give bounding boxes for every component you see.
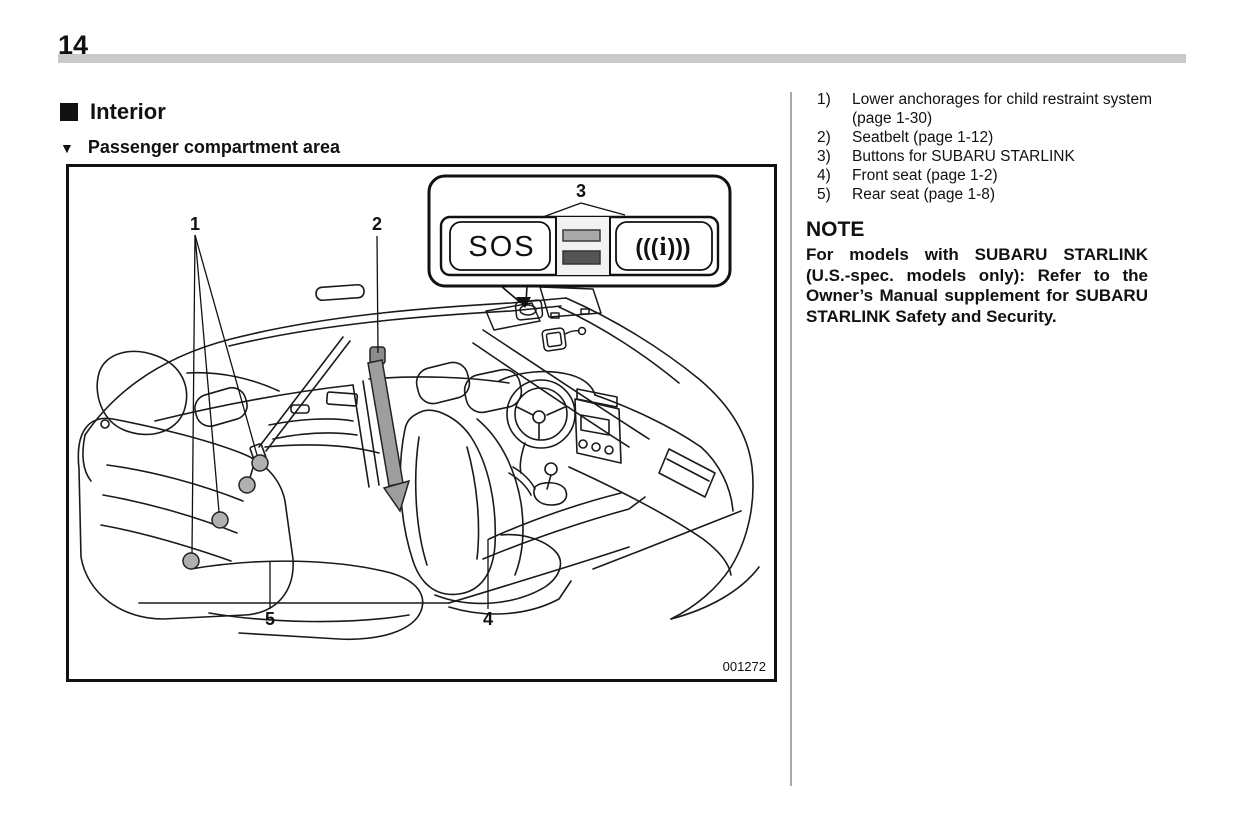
legend-item: 3) Buttons for SUBARU STARLINK [806, 147, 1152, 166]
info-button: (((i))) [615, 221, 713, 271]
subsection-heading: ▼ Passenger compartment area [60, 137, 340, 158]
info-call-icon: (((i))) [635, 232, 690, 261]
starlink-button-panel: SOS (((i))) [439, 215, 720, 277]
section-heading: Interior [60, 99, 166, 125]
rear-seat-lines [77, 336, 424, 641]
legend-item-number: 5) [817, 186, 831, 203]
callout-leader-lines [191, 234, 489, 609]
sos-button: SOS [449, 221, 551, 271]
callout-pointer-tip [516, 297, 531, 308]
legend-item-text: Rear seat (page 1-8) [852, 186, 996, 203]
section-title: Interior [90, 99, 166, 124]
status-bars [562, 229, 601, 265]
header-bar [58, 54, 1186, 63]
anchor-circles [182, 454, 269, 570]
note-heading: NOTE [806, 218, 865, 241]
dashboard-lines [138, 370, 742, 604]
sos-button-label: SOS [468, 231, 535, 263]
car-interior-illustration: 1 2 5 4 3 SOS [77, 174, 766, 674]
legend-item-number: 4) [817, 167, 831, 184]
front-seat-lines [399, 361, 572, 615]
starlink-callout: 3 SOS [427, 174, 732, 308]
status-bar-dark [562, 250, 601, 265]
legend-item: 1) Lower anchorages for child restraint … [806, 90, 1152, 128]
legend-item-text: Seatbelt (page 1-12) [852, 129, 994, 146]
callout-4: 4 [483, 609, 493, 629]
figure-frame: 1 2 5 4 3 SOS [66, 164, 777, 682]
headliner-mirror-lines [485, 286, 602, 352]
seatbelt-graphic [367, 346, 411, 513]
car-body-lines [82, 283, 760, 620]
legend-item: 2) Seatbelt (page 1-12) [806, 128, 1152, 147]
black-triangle-bullet-icon: ▼ [60, 139, 74, 156]
status-bar-light [562, 229, 601, 242]
black-square-bullet-icon [60, 103, 78, 121]
callout-5: 5 [265, 609, 275, 629]
callout-3: 3 [576, 181, 586, 201]
subsection-title: Passenger compartment area [87, 137, 340, 157]
callout-2: 2 [372, 214, 382, 234]
legend-item-number: 3) [817, 148, 831, 165]
column-divider [790, 92, 792, 786]
callout-1: 1 [190, 214, 200, 234]
legend-column: 1) Lower anchorages for child restraint … [806, 90, 1152, 327]
figure-id: 001272 [723, 659, 766, 674]
legend-item-text: Lower anchorages for child restraint sys… [852, 91, 1152, 127]
legend-item-number: 1) [817, 91, 831, 108]
legend-item-text: Front seat (page 1-2) [852, 167, 998, 184]
page-number: 14 [58, 30, 89, 60]
legend-item-number: 2) [817, 129, 831, 146]
callout-3-arrow [542, 202, 626, 218]
note-body: For models with SUBARU STARLINK (U.S.-sp… [806, 245, 1148, 326]
legend-item-text: Buttons for SUBARU STARLINK [852, 148, 1075, 165]
legend-list: 1) Lower anchorages for child restraint … [806, 90, 1152, 204]
legend-item: 4) Front seat (page 1-2) [806, 166, 1152, 185]
legend-item: 5) Rear seat (page 1-8) [806, 185, 1152, 204]
